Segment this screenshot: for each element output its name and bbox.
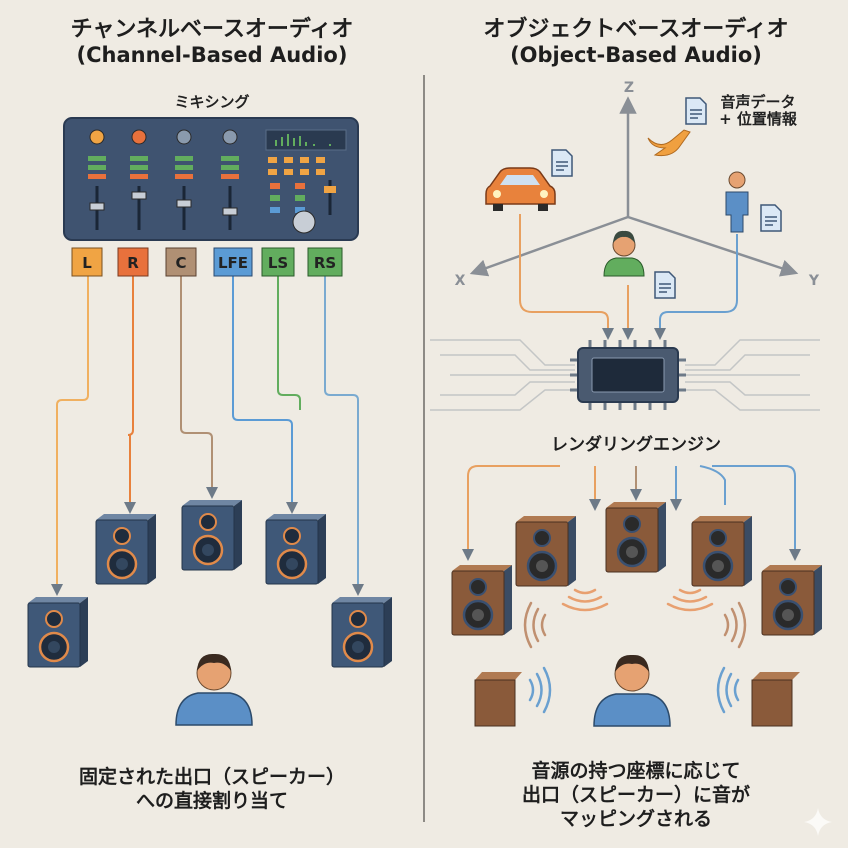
channel-r: R [117, 247, 149, 277]
center-person-icon [603, 230, 645, 277]
car-icon [485, 167, 556, 211]
render-line-5 [712, 465, 801, 561]
speaker-c [180, 498, 244, 572]
metadata-line1: 音声データ [720, 93, 795, 111]
fader-l[interactable] [89, 202, 105, 211]
channel-l: L [71, 247, 103, 277]
svg-text:L: L [82, 254, 92, 272]
speaker-rs [330, 595, 394, 669]
speaker-front-left [514, 514, 578, 588]
speaker-r [94, 512, 158, 586]
left-title-ja: チャンネルベースオーディオ [71, 16, 354, 42]
channel-rs: RS [307, 247, 343, 277]
axis-x-label: X [455, 273, 466, 289]
object-based-section: オブジェクトベースオーディオ (Object-Based Audio) Z X … [430, 16, 824, 830]
right-caption-line1: 音源の持つ座標に応じて [531, 759, 740, 782]
speaker-center [604, 500, 668, 574]
channel-lfe: LFE [213, 247, 253, 277]
channel-ls: LS [261, 247, 295, 277]
svg-text:R: R [127, 254, 139, 272]
right-title-ja: オブジェクトベースオーディオ [483, 16, 788, 42]
car-metadata-doc-icon [551, 149, 573, 177]
speaker-front-right [690, 514, 754, 588]
fader-lfe[interactable] [222, 207, 238, 216]
svg-text:LS: LS [268, 254, 288, 272]
coordinate-axes [469, 96, 799, 277]
speaker-l [26, 595, 90, 669]
signal-line-lfe [232, 276, 298, 514]
sparkle-icon [804, 808, 832, 836]
signal-line-r [124, 276, 136, 514]
metadata-line2: + 位置情報 [719, 110, 798, 128]
channel-c: C [165, 247, 197, 277]
render-line-6 [699, 465, 726, 505]
rear-right-speaker [751, 672, 800, 727]
signal-line-rs [324, 276, 364, 596]
axis-y-label: Y [808, 273, 820, 289]
right-title-en: (Object-Based Audio) [510, 43, 762, 67]
svg-text:LFE: LFE [218, 254, 248, 272]
speaker-front-left-far [450, 563, 514, 637]
left-title-en: (Channel-Based Audio) [77, 43, 348, 67]
left-caption-line2: への直接割り当て [136, 789, 288, 812]
axis-z-label: Z [624, 80, 634, 96]
metadata-doc-icon [685, 97, 707, 125]
listener-icon [175, 653, 253, 726]
signal-line-ls [277, 276, 301, 410]
speaker-lfe [264, 512, 328, 586]
rendering-engine-chip [570, 340, 686, 410]
fader-c[interactable] [176, 199, 192, 208]
mixer-label: ミキシング [174, 93, 249, 111]
render-line-1 [462, 465, 560, 561]
signal-line-l [51, 276, 89, 596]
rear-left-speaker [474, 672, 522, 727]
left-caption-line1: 固定された出口（スピーカー） [79, 765, 345, 788]
bird-icon [647, 129, 691, 157]
mixer-console [63, 117, 359, 241]
right-caption-line3: マッピングされる [560, 807, 712, 830]
speaker-front-right-far [760, 563, 824, 637]
center-metadata-doc-icon [654, 271, 676, 299]
signal-line-c [180, 276, 218, 499]
level-meter-display [265, 129, 347, 151]
channel-labels: L R C LFE LS RS [71, 247, 343, 277]
person-metadata-doc-icon [760, 204, 782, 232]
object-line-car [519, 214, 614, 340]
svg-text:RS: RS [314, 254, 336, 272]
channel-based-section: チャンネルベースオーディオ (Channel-Based Audio) ミキシン… [26, 16, 394, 812]
fader-r[interactable] [131, 191, 147, 200]
master-knob[interactable] [292, 210, 316, 234]
circuit-traces [430, 339, 820, 411]
svg-text:C: C [175, 254, 186, 272]
rendering-engine-label: レンダリングエンジン [551, 434, 721, 455]
standing-person-icon [725, 171, 749, 233]
right-caption-line2: 出口（スピーカー）に音が [522, 783, 750, 806]
listener-icon-right [593, 654, 671, 727]
object-line-person [654, 234, 738, 340]
